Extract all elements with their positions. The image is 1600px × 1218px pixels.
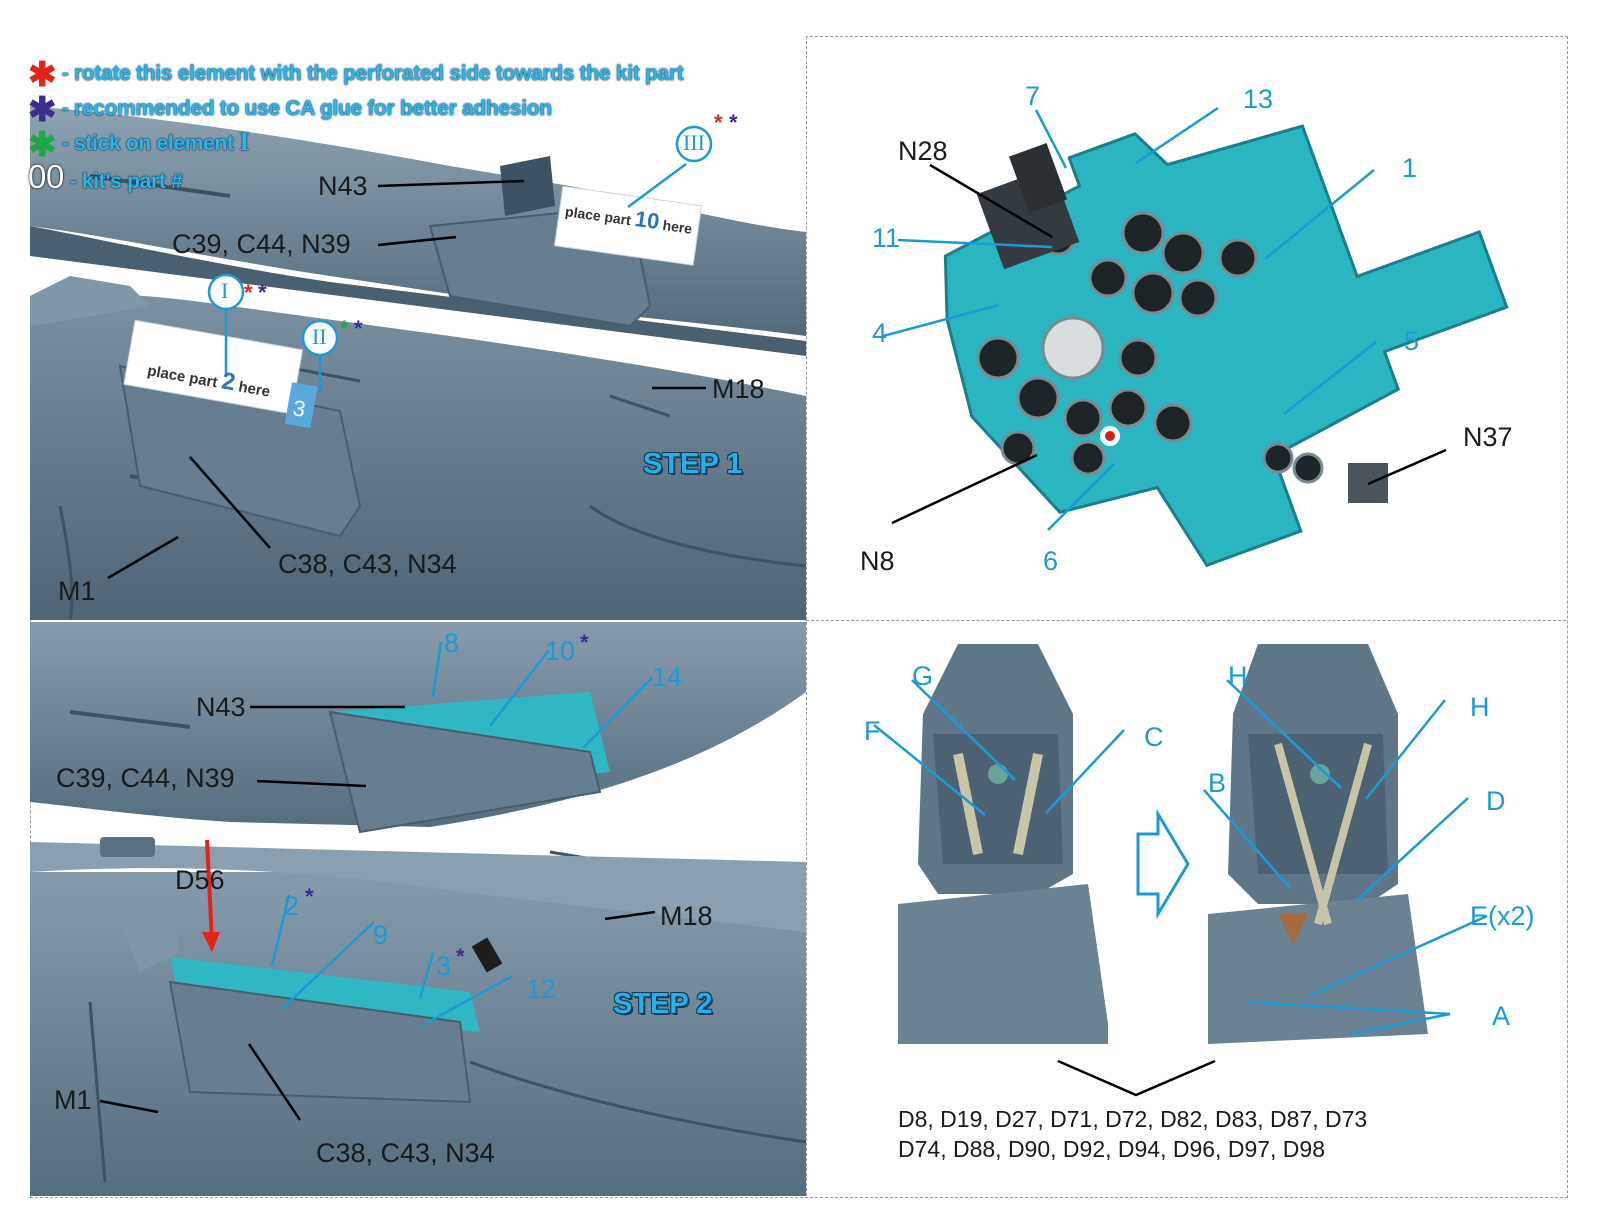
- vertical-divider: [806, 36, 807, 1196]
- step2-label-9: 9: [373, 920, 389, 950]
- kit-part-badge: 00: [28, 158, 65, 195]
- label-6: 6: [1043, 546, 1059, 576]
- step2-label-8: 8: [444, 628, 460, 658]
- step2-label-c38: C38, C43, N34: [316, 1138, 495, 1168]
- step1-label-n43: N43: [318, 171, 368, 201]
- horizontal-divider: [806, 620, 1566, 621]
- step2-label-3: 3: [436, 951, 452, 981]
- step2-label-n43: N43: [196, 692, 246, 722]
- step2-3-purple-star: *: [456, 944, 465, 969]
- seat-label-f: F: [864, 716, 881, 746]
- seat-art: [898, 644, 1428, 1044]
- step1-photo: [30, 36, 806, 620]
- marker-iii: III: [683, 130, 705, 155]
- label-13: 13: [1243, 84, 1274, 114]
- label-11: 11: [872, 223, 901, 253]
- marker-i: I: [221, 278, 229, 303]
- step1-label-c38: C38, C43, N34: [278, 549, 457, 579]
- step2-label-m18: M18: [660, 901, 713, 931]
- marker-i-red-star: *: [244, 280, 253, 305]
- step2-label-10: 10: [545, 636, 576, 666]
- instrument-panel-art: [943, 124, 1509, 568]
- label-n28: N28: [898, 136, 948, 166]
- step2-10-purple-star: *: [580, 630, 589, 655]
- seat-photo: [808, 624, 1564, 1094]
- marker-ii: II: [312, 324, 327, 349]
- marker-ii-purple-star: *: [354, 316, 363, 341]
- legend-rotate: ✱ - rotate this element with the perfora…: [28, 56, 684, 94]
- step2-label-14: 14: [652, 662, 683, 692]
- step2-label-12: 12: [526, 974, 557, 1004]
- step2-label-c39: C39, C44, N39: [56, 763, 235, 793]
- seat-parts-line-2: D74, D88, D90, D92, D94, D96, D97, D98: [898, 1136, 1326, 1162]
- step2-label-m1: M1: [54, 1085, 92, 1115]
- seat-label-h2: H: [1470, 692, 1490, 722]
- marker-iii-red-star: *: [714, 110, 723, 135]
- seat-label-b: B: [1208, 768, 1227, 798]
- label-5: 5: [1404, 326, 1420, 356]
- step1-label-m1: M1: [58, 576, 96, 606]
- step2-label-d56: D56: [175, 865, 225, 895]
- green-star-icon: ✱: [28, 126, 57, 164]
- seat-label-d: D: [1486, 786, 1506, 816]
- marker-ii-green-star: *: [340, 316, 349, 341]
- seat-label-g: G: [912, 661, 934, 691]
- step1-label-c39: C39, C44, N39: [172, 229, 351, 259]
- legend-kit-part: 00 - kit's part #: [28, 158, 183, 195]
- red-star-icon: ✱: [28, 56, 57, 94]
- step1-title: STEP 1: [643, 448, 743, 480]
- step2-2-purple-star: *: [305, 884, 314, 909]
- seat-label-c: C: [1144, 722, 1164, 752]
- label-1: 1: [1402, 153, 1418, 183]
- step2-title: STEP 2: [613, 988, 713, 1020]
- seat-label-e: E(x2): [1470, 901, 1535, 931]
- step1-label-m18: M18: [712, 374, 765, 404]
- step1-fuselage-art: [30, 106, 806, 620]
- purple-star-icon: ✱: [28, 91, 57, 129]
- label-n8: N8: [860, 546, 895, 576]
- gauges: [976, 211, 1324, 484]
- step2-photo: [30, 622, 806, 1196]
- label-4: 4: [872, 318, 888, 348]
- marker-i-purple-star: *: [258, 280, 267, 305]
- legend-stick-on: ✱ - stick on element I: [28, 126, 250, 164]
- instrument-panel-photo: [808, 38, 1564, 618]
- label-7: 7: [1025, 81, 1041, 111]
- seat-parts-list: D8, D19, D27, D71, D72, D82, D83, D87, D…: [898, 1104, 1367, 1164]
- seat-label-a: A: [1492, 1001, 1511, 1031]
- marker-iii-purple-star: *: [729, 110, 738, 135]
- step2-label-2: 2: [284, 891, 300, 921]
- legend-ca-glue: ✱ - recommended to use CA glue for bette…: [28, 91, 552, 129]
- label-n37: N37: [1463, 422, 1513, 452]
- step2-fuselage-art: [30, 622, 806, 1196]
- seat-parts-line-1: D8, D19, D27, D71, D72, D82, D83, D87, D…: [898, 1106, 1368, 1132]
- seat-label-h1: H: [1228, 661, 1248, 691]
